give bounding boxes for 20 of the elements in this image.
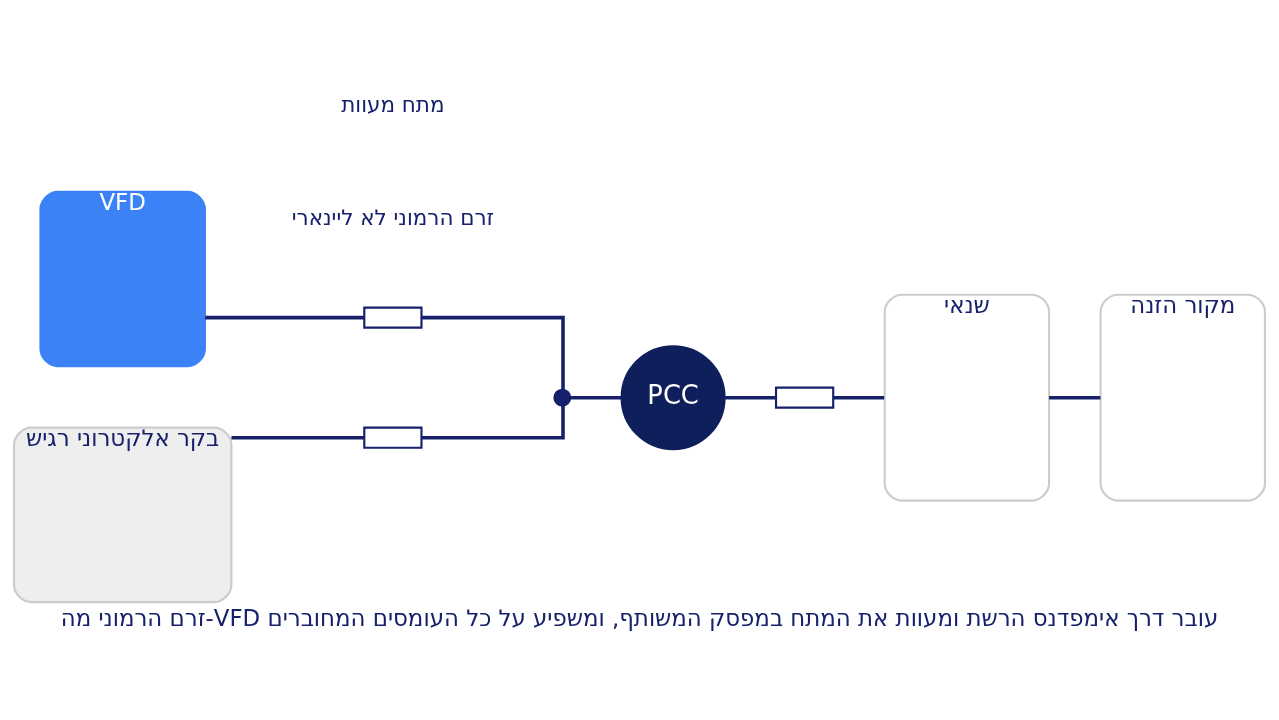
node-box: שנאי [883, 293, 1051, 502]
node-box: VFD [39, 190, 206, 367]
connector [570, 395, 622, 399]
label: זרם הרמוני לא ליינארי [291, 204, 494, 230]
connector [205, 315, 365, 319]
node-box: מקור הזנה [1099, 293, 1267, 502]
caption: זרם הרמוני מה-VFD עובר דרך אימפדנס הרשת ומעוות את המתח במפסק המשותף, ומשפיע על כל העומסים המחוברים [60, 604, 1219, 631]
connector [421, 405, 565, 439]
node-resistor [363, 426, 423, 449]
node-circle: PCC [620, 344, 726, 450]
connector [421, 315, 565, 390]
connector [724, 395, 776, 399]
label: מתח מעוות [341, 91, 445, 117]
connector [1049, 395, 1101, 399]
node-box: בקר אלקטרוני רגיש [12, 426, 233, 603]
node-resistor [774, 386, 835, 409]
connector [231, 435, 364, 439]
node-resistor [363, 306, 423, 329]
node-circle [553, 388, 572, 407]
connector [833, 395, 885, 399]
